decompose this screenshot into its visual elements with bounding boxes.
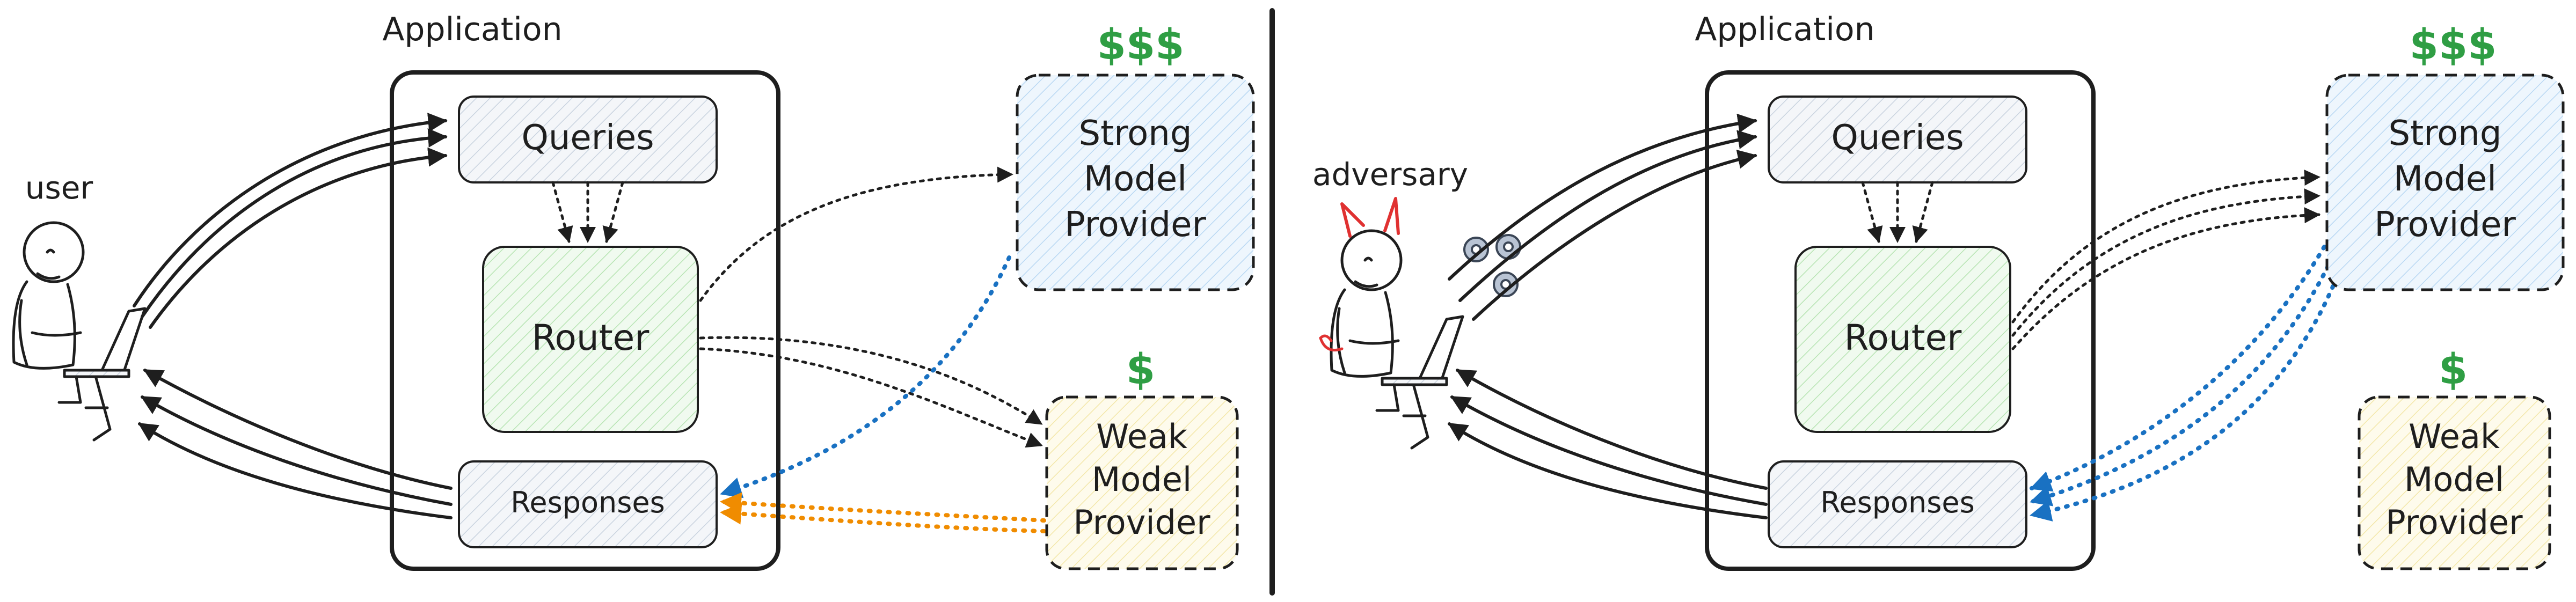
strong-cost-label: $$$ <box>1097 21 1185 69</box>
strong-line3: Provider <box>1064 205 1206 245</box>
devil-tail-icon <box>1319 334 1344 351</box>
weak-cost-label: $ <box>2439 346 2468 394</box>
router-to-strong-arrows <box>2011 170 2320 350</box>
application-container <box>1705 70 2096 571</box>
strong-line1: Strong <box>1079 114 1192 153</box>
laptop-icon <box>1381 315 1464 386</box>
queries-to-router-arrows <box>1861 181 1934 243</box>
weak-model-provider-box: Weak Model Provider <box>2358 395 2551 570</box>
devil-horns-icon <box>1340 197 1400 238</box>
weak-line1: Weak <box>1096 417 1187 456</box>
responses-box: Responses <box>458 460 718 548</box>
gear-icon <box>1495 234 1521 260</box>
strong-model-provider-box: Strong Model Provider <box>1016 74 1255 291</box>
weak-line1: Weak <box>2409 417 2500 456</box>
weak-model-provider-box: Weak Model Provider <box>1045 395 1239 570</box>
router-to-weak-arrows <box>699 336 1043 448</box>
queries-label: Queries <box>1831 118 1964 158</box>
user-to-queries-arrows <box>133 113 448 329</box>
queries-to-router-arrows <box>551 181 624 243</box>
router-box: Router <box>1794 246 2011 433</box>
weak-line2: Model <box>2404 460 2504 499</box>
responses-label: Responses <box>1820 486 1974 519</box>
weak-line3: Provider <box>1073 503 1210 542</box>
router-to-strong-arrow <box>699 166 1013 302</box>
responses-to-user-arrows <box>137 369 453 519</box>
strong-to-responses-arrows <box>2030 245 2343 522</box>
strong-line1: Strong <box>2389 114 2502 153</box>
left-panel: user Application Queries <box>12 11 1255 571</box>
strong-cost-label: $$$ <box>2410 21 2497 69</box>
user-label: user <box>25 170 93 206</box>
responses-label: Responses <box>510 486 665 519</box>
gear-icon <box>1493 271 1519 297</box>
laptop-icon <box>63 307 147 378</box>
queries-box: Queries <box>458 96 718 183</box>
strong-line3: Provider <box>2374 205 2516 245</box>
application-label: Application <box>382 11 562 48</box>
weak-to-responses-arrows <box>720 492 1046 533</box>
application-container <box>390 70 780 571</box>
router-label: Router <box>532 317 650 358</box>
strong-line2: Model <box>2393 159 2497 199</box>
responses-box: Responses <box>1768 460 2027 548</box>
queries-label: Queries <box>521 118 654 158</box>
user-figure-icon <box>12 221 112 442</box>
strong-to-responses-arrow <box>720 255 1011 498</box>
adversary-figure-icon <box>1330 229 1429 450</box>
responses-to-adversary-arrows <box>1447 369 1768 519</box>
router-label: Router <box>1844 317 1962 358</box>
weak-line3: Provider <box>2385 503 2523 542</box>
strong-model-provider-box: Strong Model Provider <box>2325 74 2565 291</box>
queries-box: Queries <box>1768 96 2027 183</box>
weak-line2: Model <box>1092 460 1192 499</box>
application-label: Application <box>1695 11 1874 48</box>
router-box: Router <box>482 246 699 433</box>
adversary-label: adversary <box>1312 156 1468 193</box>
weak-cost-label: $ <box>1126 346 1155 394</box>
right-panel: adversary Application <box>1312 11 2565 571</box>
strong-line2: Model <box>1084 159 1187 199</box>
